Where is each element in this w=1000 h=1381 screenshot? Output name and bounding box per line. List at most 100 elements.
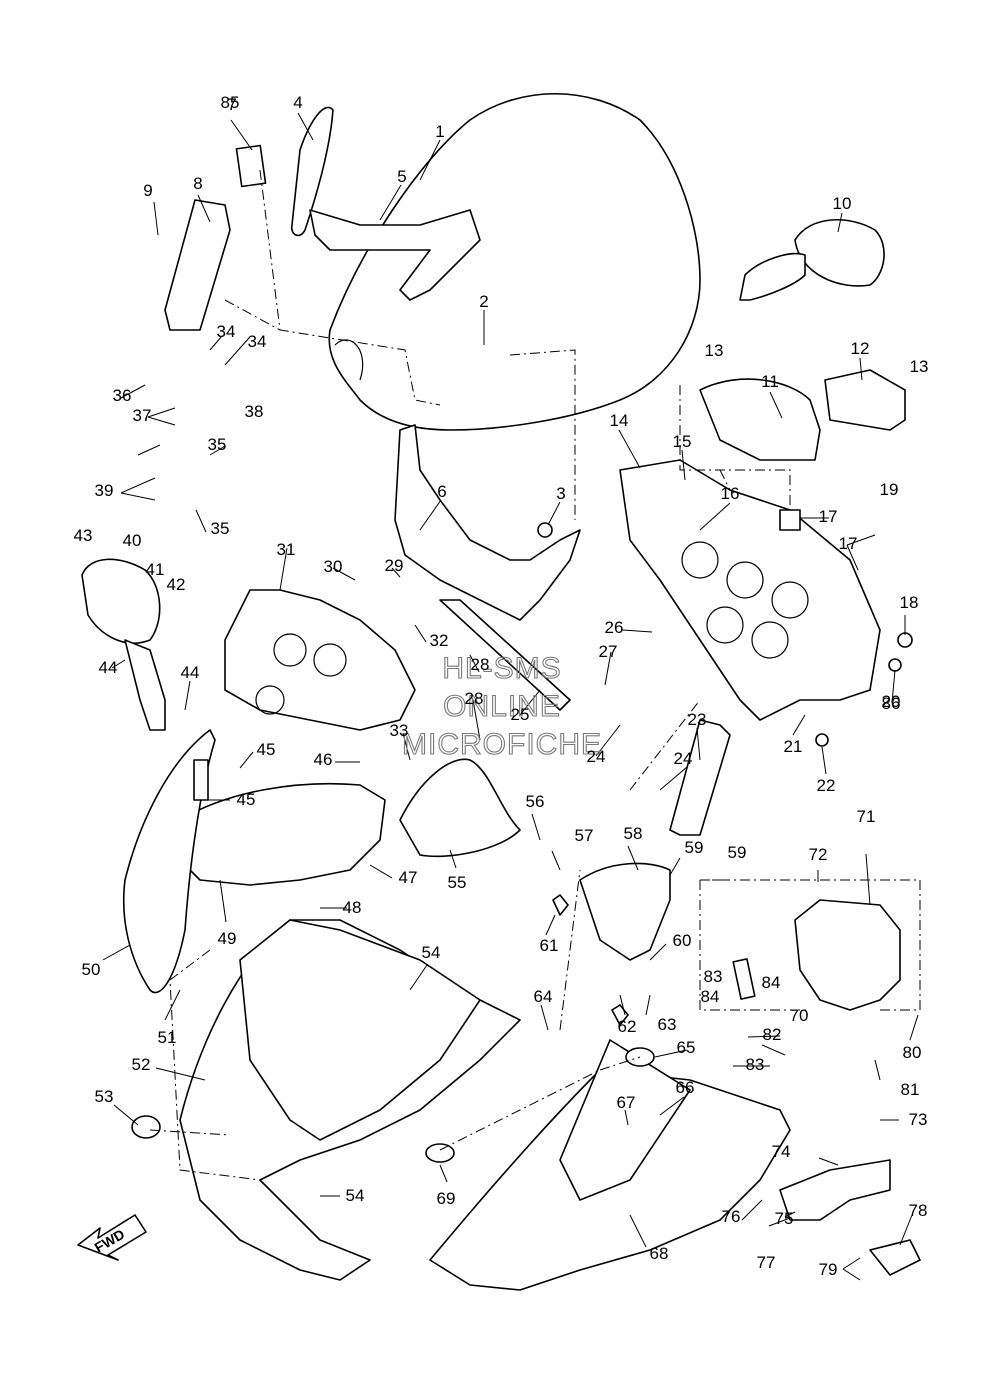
callout-number: 21 bbox=[784, 737, 803, 756]
callout-number: 5 bbox=[397, 167, 406, 186]
callout-number: 18 bbox=[900, 593, 919, 612]
callout-number: 54 bbox=[346, 1186, 365, 1205]
callout-number: 2 bbox=[479, 292, 488, 311]
callout-number: 17 bbox=[839, 534, 858, 553]
callout-number: 55 bbox=[448, 873, 467, 892]
callout-number: 85 bbox=[221, 93, 240, 112]
callout-number: 29 bbox=[385, 556, 404, 575]
callout-number: 20 bbox=[882, 692, 901, 711]
callout-number: 59 bbox=[685, 838, 704, 857]
watermark-line: ONLINE bbox=[443, 690, 561, 723]
callout-number: 13 bbox=[705, 341, 724, 360]
callout-number: 32 bbox=[430, 631, 449, 650]
callout-number: 54 bbox=[422, 943, 441, 962]
cowling-upper-left bbox=[179, 782, 386, 886]
cover-right bbox=[669, 719, 731, 836]
callout-number: 79 bbox=[819, 1260, 838, 1279]
callout-number: 67 bbox=[617, 1093, 636, 1112]
callout-number: 26 bbox=[605, 618, 624, 637]
callout-number: 8 bbox=[193, 174, 202, 193]
callout-number: 61 bbox=[540, 936, 559, 955]
callout-number: 86 bbox=[882, 694, 901, 713]
callout-number: 62 bbox=[618, 1017, 637, 1036]
watermark-line: MICROFICHE bbox=[402, 728, 602, 761]
callout-number: 27 bbox=[599, 642, 618, 661]
callout-number: 35 bbox=[208, 435, 227, 454]
callout-numbers: 1234567891011121313141516171718192021222… bbox=[74, 93, 929, 1279]
callout-number: 45 bbox=[237, 790, 256, 809]
callout-number: 65 bbox=[677, 1038, 696, 1057]
callout-number: 43 bbox=[74, 526, 93, 545]
callout-number: 12 bbox=[851, 339, 870, 358]
callout-number: 13 bbox=[910, 357, 929, 376]
callout-number: 28 bbox=[465, 689, 484, 708]
callout-number: 44 bbox=[181, 663, 200, 682]
callout-number: 3 bbox=[556, 484, 565, 503]
callout-number: 48 bbox=[343, 898, 362, 917]
callout-number: 41 bbox=[146, 560, 165, 579]
callout-number: 30 bbox=[324, 557, 343, 576]
callout-number: 76 bbox=[722, 1207, 741, 1226]
callout-number: 51 bbox=[158, 1028, 177, 1047]
callout-number: 46 bbox=[314, 750, 333, 769]
callout-number: 37 bbox=[133, 406, 152, 425]
callout-number: 1 bbox=[435, 122, 444, 141]
callout-number: 34 bbox=[248, 332, 267, 351]
callout-number: 35 bbox=[211, 519, 230, 538]
callout-number: 53 bbox=[95, 1087, 114, 1106]
callout-number: 63 bbox=[658, 1015, 677, 1034]
callout-number: 74 bbox=[772, 1142, 791, 1161]
callout-number: 31 bbox=[277, 540, 296, 559]
callout-number: 22 bbox=[817, 776, 836, 795]
callout-number: 19 bbox=[880, 480, 899, 499]
callout-number: 38 bbox=[245, 402, 264, 421]
callout-number: 16 bbox=[721, 484, 740, 503]
side-cowl-left bbox=[122, 729, 216, 994]
callout-number: 9 bbox=[143, 181, 152, 200]
callout-number: 15 bbox=[673, 432, 692, 451]
watermark-line: HL-SMS bbox=[442, 652, 561, 685]
callout-number: 17 bbox=[819, 507, 838, 526]
watermark: HL-SMS ONLINE MICROFICHE bbox=[401, 651, 602, 761]
screen-stay bbox=[290, 106, 334, 237]
callout-number: 81 bbox=[901, 1080, 920, 1099]
callout-number: 42 bbox=[167, 575, 186, 594]
windscreen bbox=[328, 92, 701, 431]
callout-number: 84 bbox=[762, 973, 781, 992]
callout-number: 58 bbox=[624, 824, 643, 843]
callout-number: 56 bbox=[526, 792, 545, 811]
callout-number: 23 bbox=[688, 710, 707, 729]
leader-lines bbox=[102, 112, 919, 1281]
callout-number: 84 bbox=[701, 987, 720, 1006]
callout-number: 33 bbox=[390, 721, 409, 740]
callout-number: 6 bbox=[437, 482, 446, 501]
callout-number: 80 bbox=[903, 1043, 922, 1062]
cover-left bbox=[164, 199, 231, 331]
callout-number: 73 bbox=[909, 1110, 928, 1129]
callout-number: 66 bbox=[676, 1078, 695, 1097]
callout-number: 78 bbox=[909, 1201, 928, 1220]
duct bbox=[699, 378, 821, 461]
alignment-lines bbox=[149, 169, 921, 1181]
callout-number: 60 bbox=[673, 931, 692, 950]
callout-number: 36 bbox=[113, 386, 132, 405]
callout-number: 64 bbox=[534, 987, 553, 1006]
main-stay bbox=[619, 459, 881, 721]
callout-number: 77 bbox=[757, 1253, 776, 1272]
callout-number: 11 bbox=[761, 372, 779, 391]
callout-number: 25 bbox=[511, 705, 530, 724]
callout-number: 10 bbox=[833, 194, 852, 213]
callout-number: 44 bbox=[99, 658, 118, 677]
callout-number: 52 bbox=[132, 1055, 151, 1074]
callout-number: 45 bbox=[257, 740, 276, 759]
callout-number: 82 bbox=[763, 1025, 782, 1044]
parts-outlines bbox=[81, 92, 921, 1291]
callout-number: 49 bbox=[218, 929, 237, 948]
callout-number: 24 bbox=[587, 747, 606, 766]
callout-number: 28 bbox=[471, 655, 490, 674]
callout-number: 69 bbox=[437, 1189, 456, 1208]
forward-arrow-icon: FWD bbox=[77, 1214, 147, 1261]
mirror-right bbox=[794, 219, 885, 287]
callout-number: 57 bbox=[575, 826, 594, 845]
callout-number: 7 bbox=[227, 95, 236, 114]
